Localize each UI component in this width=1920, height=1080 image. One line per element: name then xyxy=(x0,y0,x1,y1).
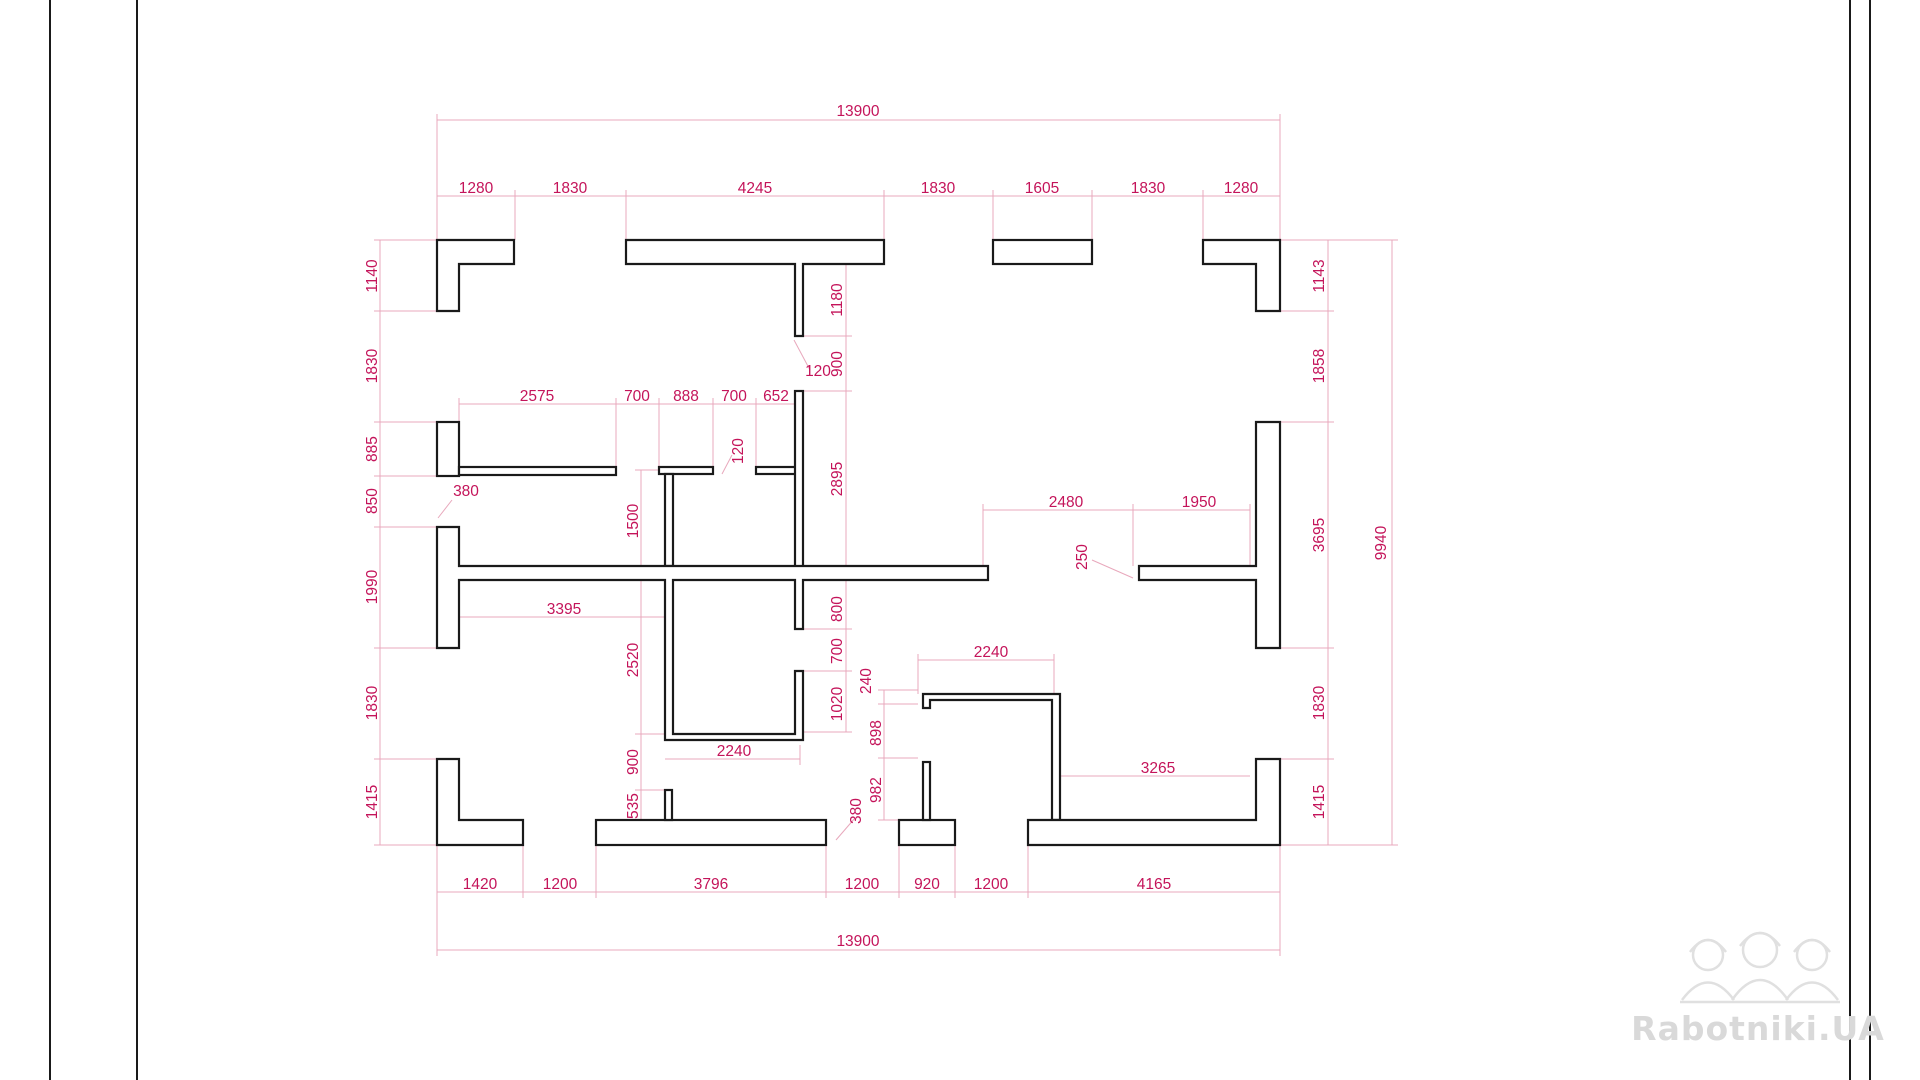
watermark: Rabotniki.UA xyxy=(1631,931,1885,1048)
wall-corner-top-left xyxy=(435,238,516,313)
dim-corridor-wall: 1180 xyxy=(829,283,846,317)
dim-top-5: 1605 xyxy=(1025,180,1059,197)
wall-closet-cap-left xyxy=(657,465,715,476)
dim-left-3: 885 xyxy=(364,436,381,462)
dim-right-5: 1415 xyxy=(1311,785,1328,819)
dim-wall-250: 250 xyxy=(1074,544,1091,570)
dim-wall-240: 240 xyxy=(858,668,875,694)
dim-top-6: 1830 xyxy=(1131,180,1166,197)
wall-hall-vertical-upper xyxy=(793,389,805,569)
dim-top-3: 4245 xyxy=(738,180,772,197)
dimension-lines xyxy=(374,114,1398,956)
dim-right-1: 1143 xyxy=(1311,259,1328,292)
dimension-labels: 13900 13900 9940 1280 1830 4245 1830 160… xyxy=(364,103,1390,950)
dim-kitchen-982: 982 xyxy=(868,777,885,803)
dim-opening-700-b: 700 xyxy=(721,388,747,405)
dim-bottom-3: 3796 xyxy=(694,876,728,893)
dim-wall-535: 535 xyxy=(625,793,642,819)
dim-wall-380: 380 xyxy=(453,483,479,500)
wall-stub-535 xyxy=(663,788,674,822)
dim-overall-right: 9940 xyxy=(1373,525,1390,560)
drawing-frame xyxy=(49,0,1871,1080)
dim-wall-380-b: 380 xyxy=(848,798,865,824)
dim-hall-2895: 2895 xyxy=(829,462,846,496)
dim-left-2: 1830 xyxy=(364,348,381,383)
dim-top-1: 1280 xyxy=(459,180,494,197)
dim-living-1950: 1950 xyxy=(1182,494,1217,511)
dim-wall-120-b: 120 xyxy=(730,438,747,464)
dim-overall-bottom: 13900 xyxy=(836,933,879,950)
dim-opening-900-b: 900 xyxy=(625,749,642,775)
dim-top-4: 1830 xyxy=(921,180,956,197)
dim-bath-2240-bottom: 2240 xyxy=(717,743,752,760)
dim-left-4: 850 xyxy=(364,488,381,514)
wall-top-center xyxy=(624,238,886,338)
dim-bottom-6: 1200 xyxy=(974,876,1009,893)
wall-kitchen-partition xyxy=(921,692,1062,822)
dim-left-7: 1415 xyxy=(364,785,381,819)
wall-left-upper-segment xyxy=(435,420,461,478)
dim-kitchen-898: 898 xyxy=(868,720,885,746)
dim-bottom-2: 1200 xyxy=(543,876,578,893)
wall-corner-top-right xyxy=(1201,238,1282,313)
wall-right-t xyxy=(1137,420,1282,650)
dim-kitchen-3265: 3265 xyxy=(1141,760,1175,777)
dim-overall-top: 13900 xyxy=(836,103,879,120)
wall-bottom-center-left xyxy=(594,818,828,847)
dim-closet-888: 888 xyxy=(673,388,699,405)
watermark-text: Rabotniki.UA xyxy=(1631,1009,1885,1048)
dim-right-2: 1858 xyxy=(1311,349,1328,383)
dim-left-5: 1990 xyxy=(364,569,381,604)
dim-bottom-4: 1200 xyxy=(845,876,880,893)
dim-bottom-7: 4165 xyxy=(1137,876,1171,893)
wall-top-right-segment xyxy=(991,238,1094,266)
dim-right-4: 1830 xyxy=(1311,685,1328,720)
dim-room-3395: 3395 xyxy=(547,601,581,618)
dim-bottom-5: 920 xyxy=(914,876,940,893)
dim-top-7: 1280 xyxy=(1224,180,1259,197)
dim-closet-1020: 1020 xyxy=(829,686,846,721)
dim-opening-700-a: 700 xyxy=(624,388,650,405)
dim-bottom-1: 1420 xyxy=(463,876,498,893)
wall-bottom-920 xyxy=(897,818,957,847)
wall-upper-left-room xyxy=(457,465,618,477)
dim-top-2: 1830 xyxy=(553,180,588,197)
wall-closet-cap-right xyxy=(754,465,802,476)
dim-left-6: 1830 xyxy=(364,685,381,720)
three-workers-helmet-icon xyxy=(1680,931,1840,1004)
wall-kitchen-stub xyxy=(921,760,932,822)
dim-living-2480: 2480 xyxy=(1049,494,1084,511)
wall-bath-vertical-upper xyxy=(663,472,675,568)
dim-opening-900: 900 xyxy=(829,351,846,377)
dim-left-1: 1140 xyxy=(364,259,381,293)
wall-left-center-t xyxy=(435,525,990,742)
dim-wall-120-a: 120 xyxy=(805,363,831,380)
dim-bath-2520: 2520 xyxy=(625,642,642,677)
wall-corner-bottom-right xyxy=(1026,757,1282,847)
dim-kitchen-2240-top: 2240 xyxy=(974,644,1009,661)
dim-opening-800: 800 xyxy=(829,596,846,622)
wall-corner-bottom-left xyxy=(435,757,525,847)
dim-room-upper-left: 2575 xyxy=(520,388,554,405)
walls xyxy=(435,238,1282,847)
dim-right-3: 3695 xyxy=(1311,518,1328,552)
dim-bath-1500: 1500 xyxy=(625,503,642,538)
dim-opening-700-c: 700 xyxy=(829,638,846,664)
dim-wall-652: 652 xyxy=(763,388,789,405)
